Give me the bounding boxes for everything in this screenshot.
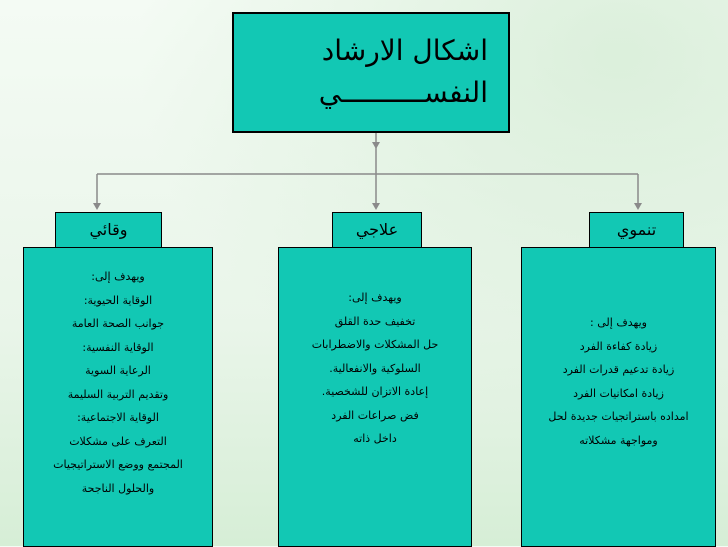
content-line: جوانب الصحة العامة bbox=[71, 317, 165, 330]
content-line: ومواجهة مشكلاته bbox=[579, 433, 658, 447]
category-label-developmental: تنموي bbox=[589, 212, 684, 250]
content-line: إعادة الاتزان للشخصية. bbox=[321, 385, 429, 398]
content-line: السلوكية والانفعالية. bbox=[329, 361, 421, 375]
content-line: الوقاية الحيوية: bbox=[83, 293, 153, 307]
category-label-text: علاجي bbox=[355, 220, 399, 239]
content-line: فض صراعات الفرد bbox=[331, 408, 419, 422]
content-line: المجتمع ووضع الاستراتيجيات bbox=[53, 458, 183, 471]
content-line: الوقاية النفسية: bbox=[82, 340, 154, 354]
content-line: تخفيف حدة القلق bbox=[334, 314, 416, 328]
arrowhead-center bbox=[372, 142, 380, 149]
arrowhead-preventive bbox=[93, 203, 101, 210]
content-line: حل المشكلات والاضطرابات bbox=[311, 338, 439, 351]
category-label-text: وقائي bbox=[89, 220, 128, 239]
content-line: والحلول الناجحة bbox=[81, 481, 155, 495]
content-line: ويهدف إلى : bbox=[590, 316, 647, 329]
diagram-title-box: اشكال الارشاد النفســــــــــي bbox=[232, 12, 510, 133]
category-label-text: تنموي bbox=[616, 220, 657, 239]
category-label-therapeutic: علاجي bbox=[332, 212, 422, 250]
diagram-title: اشكال الارشاد النفســــــــــي bbox=[234, 30, 508, 114]
category-label-preventive: وقائي bbox=[55, 212, 162, 250]
content-line: زيادة كفاءة الفرد bbox=[579, 339, 658, 353]
content-line: وتقديم التربية السليمة bbox=[67, 387, 169, 401]
content-line: الوقاية الاجتماعية: bbox=[77, 411, 159, 424]
category-content-preventive: ويهدف إلى: الوقاية الحيوية: جوانب الصحة … bbox=[23, 247, 213, 547]
content-line: ويهدف إلى: bbox=[348, 291, 402, 304]
content-line: ويهدف إلى: bbox=[91, 270, 145, 283]
arrowhead-therapeutic bbox=[372, 203, 380, 210]
category-content-therapeutic: ويهدف إلى: تخفيف حدة القلق حل المشكلات و… bbox=[278, 247, 472, 547]
content-line: التعرف على مشكلات bbox=[69, 434, 167, 448]
content-line: امداده باستراتجيات جديدة لحل bbox=[548, 410, 689, 423]
content-line: زيادة امكانيات الفرد bbox=[573, 386, 664, 400]
content-line: الرعاية السوية bbox=[85, 364, 151, 377]
category-content-developmental: ويهدف إلى : زيادة كفاءة الفرد زيادة تدعي… bbox=[521, 247, 716, 547]
content-line: زيادة تدعيم قدرات الفرد bbox=[562, 363, 675, 376]
arrowhead-developmental bbox=[634, 203, 642, 210]
title-line: النفســــــــــي bbox=[318, 76, 488, 109]
title-line: اشكال الارشاد bbox=[321, 34, 488, 67]
content-line: داخل ذاته bbox=[353, 432, 397, 445]
